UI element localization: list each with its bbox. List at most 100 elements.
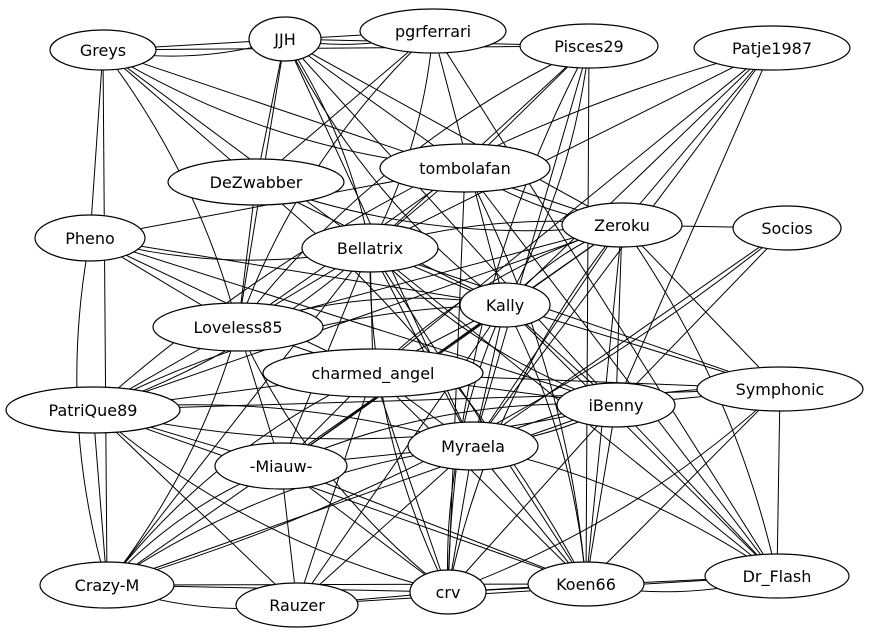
edge-pisces29-kally <box>504 45 590 306</box>
node-label-charmed-angel: charmed_angel <box>311 364 434 384</box>
edge-patrique89-koen66 <box>92 409 587 585</box>
edge-bellatrix-symphonic <box>369 247 781 390</box>
node-label-jjh: JJH <box>273 30 295 49</box>
node-ellipse-pisces29 <box>519 23 659 69</box>
edge-pgrferrari-bellatrix <box>369 30 434 249</box>
node-ellipse-pgrferrari <box>359 8 507 54</box>
edge-crazy-m-koen66 <box>106 583 587 586</box>
node-socios: Socios <box>732 205 842 251</box>
node-label-ibenny: iBenny <box>588 396 643 415</box>
node-ellipse-socios <box>732 205 842 251</box>
edge-charmed-angel-koen66 <box>372 372 587 585</box>
node-label-kally: Kally <box>486 296 524 315</box>
edge-charmed-angel-crv <box>372 372 449 593</box>
node-dezwabber: DeZwabber <box>167 158 345 206</box>
node-ellipse-ibenny <box>556 382 676 428</box>
node-label-zeroku: Zeroku <box>594 216 650 235</box>
edge-zeroku-crazy-m <box>106 224 623 586</box>
node-label-socios: Socios <box>761 219 812 238</box>
node-ellipse-patrique89 <box>5 386 181 434</box>
node-ellipse-myraela <box>407 421 539 471</box>
node-label-greys: Greys <box>80 41 126 60</box>
node-label-dr-flash: Dr_Flash <box>743 567 812 587</box>
node-label-crv: crv <box>436 583 461 602</box>
node-pgrferrari: pgrferrari <box>359 8 507 54</box>
node-label-pgrferrari: pgrferrari <box>395 22 471 41</box>
node-kally: Kally <box>459 282 551 328</box>
node-ellipse-rauzer <box>235 582 359 628</box>
edge-symphonic-koen66 <box>585 388 781 585</box>
edge-patje1987-zeroku <box>621 47 773 226</box>
node-ellipse-crazy-m <box>39 561 175 609</box>
node-charmed-angel: charmed_angel <box>262 348 484 398</box>
node-label-pheno: Pheno <box>65 229 115 248</box>
node-symphonic: Symphonic <box>696 366 864 412</box>
node-ellipse-pheno <box>34 214 146 262</box>
node-label-symphonic: Symphonic <box>736 380 825 399</box>
edge-patrique89-crv <box>92 409 449 593</box>
edge-pisces29-koen66 <box>585 45 590 585</box>
edge-patrique89-symphonic <box>92 388 781 411</box>
node-ellipse-tombolafan <box>379 143 551 193</box>
edge-bellatrix-crazy-m <box>106 247 371 586</box>
node-bellatrix: Bellatrix <box>301 223 439 273</box>
edge-greys-zeroku <box>102 49 623 226</box>
node-koen66: Koen66 <box>527 561 645 607</box>
node-miauw: -Miauw- <box>214 442 348 490</box>
node-label-miauw: -Miauw- <box>250 457 313 476</box>
node-label-rauzer: Rauzer <box>269 596 325 615</box>
node-rauzer: Rauzer <box>235 582 359 628</box>
node-tombolafan: tombolafan <box>379 143 551 193</box>
edge-ibenny-crazy-m <box>106 404 617 586</box>
node-ellipse-patje1987 <box>693 25 851 71</box>
edge-kally-dr-flash <box>504 304 778 577</box>
node-label-dezwabber: DeZwabber <box>210 173 303 192</box>
node-label-patrique89: PatriQue89 <box>49 401 138 420</box>
node-greys: Greys <box>49 29 157 71</box>
node-label-koen66: Koen66 <box>556 575 616 594</box>
edge-greys-bellatrix <box>102 49 371 249</box>
edge-patje1987-bellatrix <box>369 47 773 249</box>
node-ellipse-jjh <box>248 16 322 62</box>
node-ellipse-dr-flash <box>704 553 850 599</box>
node-ellipse-loveless85 <box>152 302 324 352</box>
node-dr-flash: Dr_Flash <box>704 553 850 599</box>
node-jjh: JJH <box>248 16 322 62</box>
node-label-crazy-m: Crazy-M <box>75 576 140 595</box>
node-label-bellatrix: Bellatrix <box>337 239 403 258</box>
node-label-myraela: Myraela <box>441 437 505 456</box>
edge-greys-crazy-m <box>102 49 108 586</box>
edge-patrique89-rauzer <box>92 409 298 606</box>
edge-patrique89-ibenny <box>92 404 617 440</box>
node-label-tombolafan: tombolafan <box>419 159 510 178</box>
edge-jjh-ibenny <box>284 38 617 406</box>
edge-socios-myraela <box>472 227 788 447</box>
node-label-loveless85: Loveless85 <box>193 318 282 337</box>
node-ellipse-symphonic <box>696 366 864 412</box>
node-label-patje1987: Patje1987 <box>732 39 812 58</box>
node-crazy-m: Crazy-M <box>39 561 175 609</box>
edge-bellatrix-koen66 <box>369 247 587 585</box>
edge-patje1987-kally <box>504 47 773 306</box>
node-ellipse-greys <box>49 29 157 71</box>
edge-tombolafan-dr-flash <box>464 167 778 577</box>
node-crv: crv <box>409 569 487 615</box>
edge-greys-pisces29 <box>102 45 590 51</box>
node-ellipse-charmed-angel <box>262 348 484 398</box>
edge-pheno-ibenny <box>89 237 617 406</box>
node-ellipse-dezwabber <box>167 158 345 206</box>
node-pheno: Pheno <box>34 214 146 262</box>
edge-ibenny-crv <box>447 404 617 593</box>
edge-zeroku-myraela <box>472 224 623 447</box>
edge-pheno-kally <box>89 237 506 306</box>
edge-kally-koen66 <box>504 304 587 585</box>
node-myraela: Myraela <box>407 421 539 471</box>
node-label-pisces29: Pisces29 <box>554 37 623 56</box>
edge-symphonic-crv <box>447 388 781 593</box>
node-ibenny: iBenny <box>556 382 676 428</box>
edge-ibenny-dr-flash <box>615 404 778 577</box>
edge-loveless85-crazy-m <box>106 326 239 586</box>
node-zeroku: Zeroku <box>561 202 683 248</box>
